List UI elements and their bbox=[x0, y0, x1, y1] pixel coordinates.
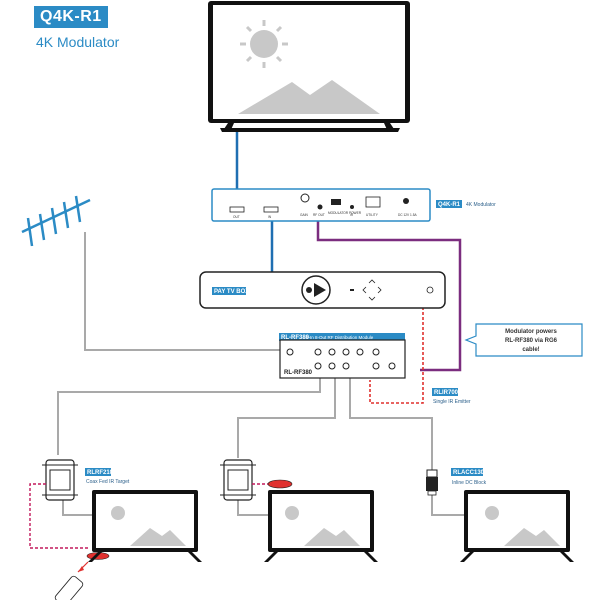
main-tv bbox=[208, 1, 410, 132]
port-out-label: OUT bbox=[233, 215, 240, 219]
coax-out-2 bbox=[237, 378, 336, 458]
minus-icon bbox=[350, 289, 354, 291]
modulator-label: 4K Modulator bbox=[466, 202, 496, 208]
tv-2 bbox=[264, 490, 378, 562]
callout-line-3: cable! bbox=[522, 347, 539, 353]
port-power-label: MODULATOR POWER bbox=[328, 211, 362, 215]
coax-target-label: Coax Fed IR Target bbox=[86, 479, 130, 485]
coax-ir-target-1 bbox=[42, 459, 78, 501]
distribution-label: 3-In 8-Out RF Distribution Module bbox=[306, 335, 374, 340]
dc-block-tag: RLACC130 bbox=[453, 470, 485, 476]
emitter-tag-bg bbox=[432, 388, 458, 396]
distribution-tag-bg bbox=[279, 333, 405, 341]
coax-target-tag: RLRF210 bbox=[87, 470, 114, 476]
dc-block-label: Inline DC Block bbox=[452, 480, 487, 486]
sun-icon bbox=[285, 506, 299, 520]
product-name: 4K Modulator bbox=[36, 34, 120, 50]
callout-line-2: RL-RF380 via RG6 bbox=[505, 338, 558, 344]
pay-tv-box: PAY TV BOX bbox=[199, 271, 446, 309]
callout: Modulator powers RL-RF380 via RG6 cable! bbox=[464, 323, 583, 357]
sun-icon bbox=[111, 506, 125, 520]
coax-target-tag-bg bbox=[85, 468, 111, 476]
power-coax-cable bbox=[316, 218, 462, 372]
port-rfout-label: RF OUT bbox=[313, 213, 325, 217]
port-in-label: IN bbox=[268, 215, 272, 219]
antenna-icon bbox=[21, 195, 91, 247]
emitter-tag: RLIR700 bbox=[434, 390, 459, 396]
mountain-icon bbox=[504, 528, 560, 546]
port-ir-label: IR bbox=[350, 213, 354, 217]
coax-to-tv-2 bbox=[237, 500, 268, 516]
antenna-coax-cable bbox=[84, 232, 285, 351]
mountain-icon bbox=[304, 528, 360, 546]
ir-emitter-cable bbox=[369, 297, 424, 404]
mountain-icon bbox=[130, 528, 186, 546]
modulator-tag-bg bbox=[436, 200, 462, 208]
port-dc-label: DC 12V 1.5A bbox=[398, 213, 417, 217]
distribution-module: RL-RF380 3-In 8-Out RF Distribution Modu… bbox=[279, 333, 406, 379]
coax-ir-target-2 bbox=[220, 459, 256, 501]
tv-1 bbox=[88, 490, 202, 562]
dc-block-icon bbox=[426, 469, 438, 496]
callout-line-1: Modulator powers bbox=[505, 329, 557, 335]
port-utility-label: UTILITY bbox=[366, 213, 379, 217]
dpad-icon bbox=[362, 279, 382, 301]
pay-tv-tag: PAY TV BOX bbox=[214, 289, 249, 295]
ir-eye-2 bbox=[267, 479, 293, 489]
hdmi-out-port bbox=[229, 206, 245, 213]
power-icon bbox=[426, 286, 434, 294]
port-gain-label: GAIN bbox=[300, 213, 308, 217]
sun-icon bbox=[485, 506, 499, 520]
modulator-power-switch[interactable] bbox=[331, 199, 341, 205]
distribution-model-text: RL-RF380 bbox=[284, 370, 313, 376]
product-code-badge: Q4K-R1 bbox=[34, 6, 108, 28]
gain-knob[interactable] bbox=[300, 193, 310, 203]
emitter-label: Single IR Emitter bbox=[433, 399, 471, 405]
hdmi-in-port bbox=[263, 206, 279, 213]
dc-power-port bbox=[403, 198, 409, 204]
ir-port bbox=[350, 205, 354, 209]
mountain-icon bbox=[238, 80, 380, 114]
sun-icon bbox=[240, 20, 288, 68]
pay-tv-tag-bg bbox=[212, 287, 246, 295]
coax-out-3 bbox=[349, 378, 433, 472]
utility-port bbox=[365, 196, 381, 208]
rf-out-port bbox=[317, 204, 323, 210]
dc-block-tag-bg bbox=[451, 468, 483, 476]
remote-control-icon bbox=[54, 575, 84, 600]
coax-to-tv-3 bbox=[431, 495, 464, 516]
modulator-unit: OUT IN GAIN RF OUT MODULATOR POWER IR UT… bbox=[211, 188, 496, 222]
distribution-tag: RL-RF380 bbox=[281, 335, 310, 341]
coax-to-tv-1 bbox=[62, 500, 92, 516]
modulator-tag: Q4K-R1 bbox=[438, 202, 461, 208]
tv-3 bbox=[460, 490, 574, 562]
coax-out-1 bbox=[57, 378, 321, 455]
ir-target-cable-1 bbox=[29, 483, 90, 549]
